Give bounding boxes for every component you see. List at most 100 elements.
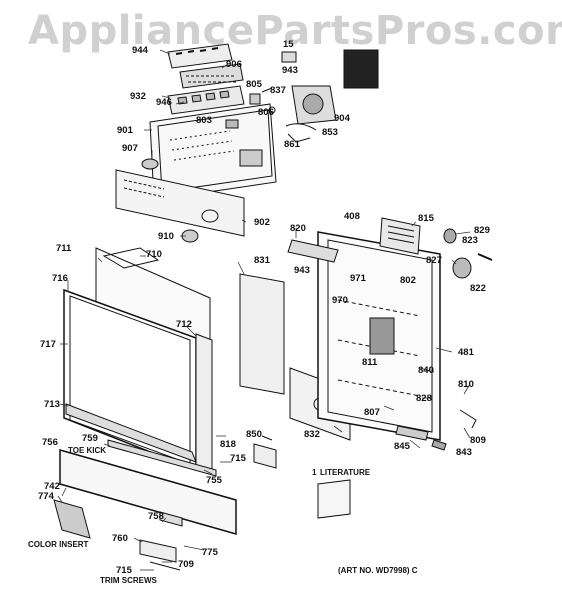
label-822: 822 xyxy=(470,283,486,294)
part-932-keypad xyxy=(167,85,245,115)
part-853 xyxy=(285,123,317,131)
label-904: 904 xyxy=(334,113,350,124)
label-774: 774 xyxy=(38,491,54,502)
part-820-rail xyxy=(287,239,339,263)
label-910: 910 xyxy=(158,231,174,242)
part-803 xyxy=(225,119,239,129)
part-837 xyxy=(261,87,273,93)
leader-lines xyxy=(57,49,471,571)
label-759: 759 xyxy=(82,433,98,444)
label-827: 827 xyxy=(426,255,442,266)
label-823: 823 xyxy=(462,235,478,246)
label-711: 711 xyxy=(56,243,72,254)
part-850 xyxy=(253,443,277,469)
label-907: 907 xyxy=(122,143,138,154)
part-831-insulation xyxy=(239,273,285,395)
label-820: 820 xyxy=(290,223,306,234)
part-944-button-strip xyxy=(167,43,233,69)
label-943-top: 943 xyxy=(282,65,298,76)
part-758 xyxy=(159,511,183,527)
label-709: 709 xyxy=(178,559,194,570)
label-906: 906 xyxy=(226,59,242,70)
part-709 xyxy=(149,561,181,571)
label-755: 755 xyxy=(206,475,222,486)
label-850: 850 xyxy=(246,429,262,440)
part-756-toe-kick xyxy=(59,439,237,535)
label-716: 716 xyxy=(52,273,68,284)
label-843: 843 xyxy=(456,447,472,458)
label-946: 946 xyxy=(156,97,172,108)
label-832: 832 xyxy=(304,429,320,440)
part-907-knob xyxy=(141,158,159,170)
label-944: 944 xyxy=(132,45,148,56)
label-710: 710 xyxy=(146,249,162,260)
part-712-trim xyxy=(195,333,213,471)
caption-literature-num: 1 xyxy=(312,468,317,477)
label-756: 756 xyxy=(42,437,58,448)
label-807: 807 xyxy=(364,407,380,418)
caption-color-insert: COLOR INSERT xyxy=(28,540,89,549)
part-774-color-insert xyxy=(53,499,91,539)
label-943-mid: 943 xyxy=(294,265,310,276)
label-758: 758 xyxy=(148,511,164,522)
label-901: 901 xyxy=(117,125,133,136)
label-square xyxy=(343,49,379,89)
part-809 xyxy=(459,409,477,429)
literature-sheet xyxy=(317,479,351,519)
label-805: 805 xyxy=(246,79,262,90)
label-861: 861 xyxy=(284,139,300,150)
label-802: 802 xyxy=(400,275,416,286)
label-712: 712 xyxy=(176,319,192,330)
part-861 xyxy=(287,133,311,143)
label-810: 810 xyxy=(458,379,474,390)
part-906-control-board xyxy=(179,63,244,89)
part-806 xyxy=(268,106,276,114)
label-818: 818 xyxy=(220,439,236,450)
label-845: 845 xyxy=(394,441,410,452)
label-970: 970 xyxy=(332,295,348,306)
part-901-control-panel xyxy=(149,103,277,201)
label-713: 713 xyxy=(44,399,60,410)
part-829 xyxy=(477,253,493,261)
caption-toe-kick: TOE KICK xyxy=(68,446,107,455)
part-713 xyxy=(65,403,197,463)
part-15 xyxy=(281,51,297,63)
label-828: 828 xyxy=(416,393,432,404)
part-823 xyxy=(443,228,457,244)
label-715-lower: 715 xyxy=(116,565,132,576)
label-481: 481 xyxy=(458,347,474,358)
label-815: 815 xyxy=(418,213,434,224)
label-831: 831 xyxy=(254,255,270,266)
label-760: 760 xyxy=(112,533,128,544)
label-15: 15 xyxy=(283,39,294,50)
label-902: 902 xyxy=(254,217,270,228)
label-840: 840 xyxy=(418,365,434,376)
label-837: 837 xyxy=(270,85,286,96)
part-843 xyxy=(431,439,447,451)
part-807-inner-door xyxy=(317,231,441,441)
label-775: 775 xyxy=(202,547,218,558)
part-760 xyxy=(139,539,177,563)
label-971: 971 xyxy=(350,273,366,284)
label-829: 829 xyxy=(474,225,490,236)
label-932: 932 xyxy=(130,91,146,102)
part-815-vent xyxy=(379,217,421,255)
part-822 xyxy=(452,257,472,279)
label-811: 811 xyxy=(362,357,378,368)
label-742: 742 xyxy=(44,481,60,492)
label-809: 809 xyxy=(470,435,486,446)
caption-literature: LITERATURE xyxy=(320,468,371,477)
caption-art-number: (ART NO. WD7998) C xyxy=(338,566,418,575)
label-803: 803 xyxy=(196,115,212,126)
label-715-upper: 715 xyxy=(230,453,246,464)
label-408: 408 xyxy=(344,211,360,222)
label-717: 717 xyxy=(40,339,56,350)
part-845 xyxy=(395,425,429,441)
caption-trim-screws: TRIM SCREWS xyxy=(100,576,157,585)
label-853: 853 xyxy=(322,127,338,138)
part-805 xyxy=(249,93,261,105)
part-902-fascia xyxy=(115,169,245,237)
part-904-timer xyxy=(291,85,337,125)
